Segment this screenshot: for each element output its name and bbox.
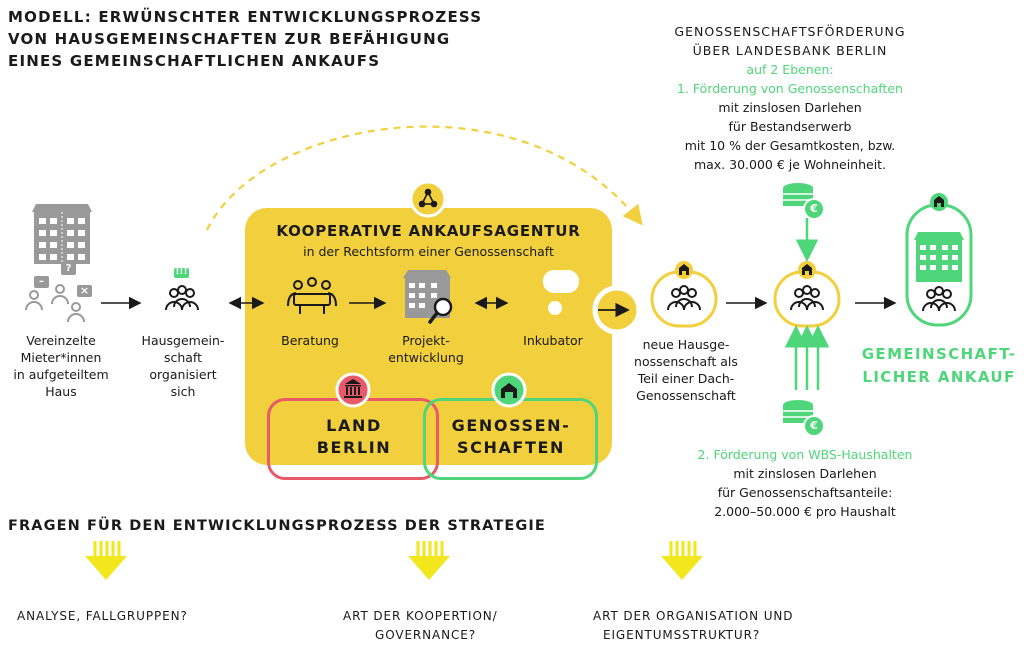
text-line: ART DER ORGANISATION UND (593, 609, 794, 623)
text-line: Teil einer Dach- (637, 371, 735, 386)
dashed-arc-arrow (206, 125, 643, 231)
speech-bubble-icon (61, 263, 76, 275)
funding-info-top: GENOSSENSCHAFTSFÖRDERUNG ÜBER LANDESBANK… (640, 22, 940, 174)
agency-title: KOOPERATIVE ANKAUFSAGENTUR (276, 222, 581, 240)
building-icon (32, 204, 92, 264)
text-line: GEMEINSCHAFT- (861, 345, 1017, 363)
green-arrows-up (784, 325, 830, 390)
text-line: in aufgeteiltem (13, 367, 109, 382)
scattered-people-icon (25, 284, 85, 323)
euro-icon: € (810, 419, 818, 432)
text-line: Projekt- (402, 333, 450, 348)
purchased-house-icon (905, 193, 973, 327)
network-icon (409, 180, 447, 218)
question-3: ART DER ORGANISATION UND EIGENTUMSSTRUKT… (593, 607, 793, 645)
coins-icon-bottom (783, 400, 825, 437)
funding-text: 2.000–50.000 € pro Haushalt (714, 504, 896, 519)
euro-icon: € (810, 202, 818, 215)
new-coop-label: neue Hausge- nossenschaft als Teil einer… (622, 336, 750, 404)
funding-info-bottom: 2. Förderung von WBS-Haushalten mit zins… (670, 445, 940, 521)
title-line-3: EINES GEMEINSCHAFTLICHEN ANKAUFS (8, 52, 381, 70)
institution-icon (335, 372, 371, 408)
text-line: neue Hausge- (642, 337, 730, 352)
exclaim-icon: !!! (175, 267, 188, 277)
agency-subtitle: in der Rechtsform einer Genossenschaft (303, 244, 554, 259)
question-2: ART DER KOOPERTION/ GOVERNANCE? (343, 607, 498, 645)
title-line-2: VON HAUSGEMEINSCHAFTEN ZUR BEFÄHIGUNG (8, 30, 451, 48)
text-line: Hausgemein- (141, 333, 225, 348)
text-line: sich (170, 384, 196, 399)
title-line-1: MODELL: ERWÜNSCHTER ENTWICKLUNGSPROZESS (8, 8, 483, 26)
text-line: organisiert (149, 367, 217, 382)
text-line: Mieter*innen (20, 350, 102, 365)
text-line: entwicklung (388, 350, 464, 365)
speech-bubble-icon (34, 276, 49, 288)
text-line: schaft (163, 350, 203, 365)
land-berlin-label: LAND BERLIN (290, 415, 418, 459)
building-search-icon (403, 270, 453, 324)
text-line: nossenschaft als (634, 354, 738, 369)
questions-title: FRAGEN FÜR DEN ENTWICKLUNGSPROZESS DER S… (8, 518, 546, 534)
text-line: ART DER KOOPERTION/ (343, 609, 498, 623)
genossenschaften-label: GENOSSEN- SCHAFTEN (440, 415, 582, 459)
question-icon: ? (65, 263, 72, 274)
genossen-label: GENOSSEN- (451, 416, 571, 435)
yellow-arrow-down-2 (408, 541, 450, 580)
tenants-label: Vereinzelte Mieter*innen in aufgeteiltem… (5, 332, 117, 400)
coins-icon-top (783, 183, 825, 220)
text-line: Haus (45, 384, 77, 399)
inkubator-label: Inkubator (523, 333, 583, 348)
agency-box (245, 208, 612, 465)
question-1: ANALYSE, FALLGRUPPEN? (17, 609, 188, 623)
text-line: EIGENTUMSSTRUKTUR? (603, 628, 761, 642)
berlin-label: BERLIN (316, 438, 392, 457)
funding-text: mit zinslosen Darlehen (718, 100, 862, 115)
funding-text: mit zinslosen Darlehen (733, 466, 877, 481)
funding-level-1: 1. Förderung von Genossenschaften (677, 81, 903, 96)
funding-heading-2: ÜBER LANDESBANK BERLIN (692, 43, 888, 58)
beratung-label: Beratung (281, 333, 339, 348)
diagram-title: MODELL: ERWÜNSCHTER ENTWICKLUNGSPROZESS … (8, 6, 482, 72)
yellow-arrow-down-1 (85, 541, 127, 580)
funding-text: max. 30.000 € je Wohneinheit. (693, 157, 887, 172)
minus-icon: – (39, 276, 44, 287)
text-line: Genossenschaft (636, 388, 736, 403)
projekt-label: Projekt- entwicklung (378, 332, 474, 366)
incubator-icon (543, 270, 642, 335)
gemeinschaftlicher-ankauf-label: GEMEINSCHAFT- LICHER ANKAUF (858, 343, 1020, 389)
funding-text: für Bestandserwerb (728, 119, 852, 134)
yellow-arrow-down-3 (661, 541, 703, 580)
land-label: LAND (326, 416, 382, 435)
funding-text: mit 10 % der Gesamtkosten, bzw. (684, 138, 896, 153)
community-label: Hausgemein- schaft organisiert sich (128, 332, 238, 400)
funding-levels: auf 2 Ebenen: (746, 62, 834, 77)
text-line: GOVERNANCE? (375, 628, 477, 642)
funded-coop-icon (773, 261, 841, 328)
text-line: LICHER ANKAUF (862, 368, 1016, 386)
text-line: Vereinzelte (26, 333, 96, 348)
houses-icon (491, 372, 527, 408)
speech-bubble-icon (77, 285, 92, 297)
funding-text: für Genossenschaftsanteile: (717, 485, 893, 500)
meeting-icon (287, 277, 337, 314)
group-icon (165, 268, 199, 311)
funding-level-2: 2. Förderung von WBS-Haushalten (697, 447, 913, 462)
new-coop-icon (650, 261, 718, 328)
x-icon: × (79, 284, 90, 297)
funding-heading-1: GENOSSENSCHAFTSFÖRDERUNG (674, 24, 906, 39)
schaften-label: SCHAFTEN (456, 438, 565, 457)
